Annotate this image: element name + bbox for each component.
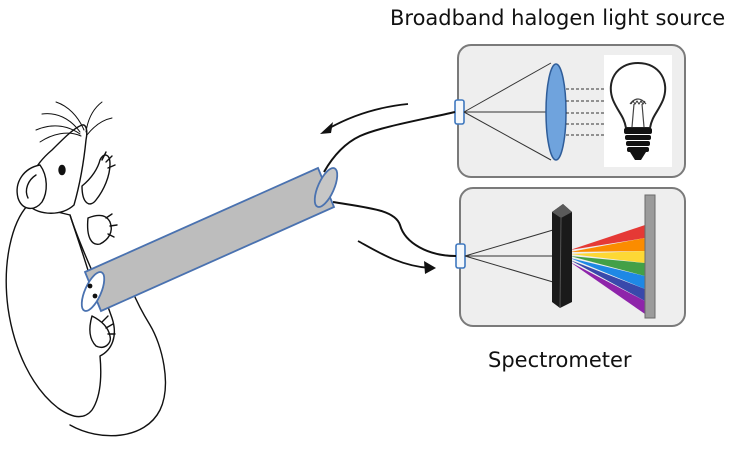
light-source-box [454, 44, 686, 178]
probe-fiber-2 [92, 293, 98, 299]
light-source-connector [454, 99, 465, 125]
spectrometer-connector [455, 243, 466, 269]
arrow-light-in [320, 103, 409, 134]
light-source-label: Broadband halogen light source [390, 6, 726, 30]
spectrometer-box [455, 187, 686, 327]
probe-body [83, 166, 336, 313]
rat-tail [69, 289, 167, 437]
detector-screen [644, 194, 656, 319]
prism-icon [552, 204, 572, 309]
probe-back-cap [313, 167, 339, 208]
source-cone-bottom [463, 111, 552, 161]
spectrum-fan [570, 225, 645, 314]
optical-probe [80, 166, 339, 313]
spectro-cone-bottom [464, 255, 554, 283]
source-cone-top [463, 62, 552, 113]
lens-icon [545, 63, 567, 161]
collimated-rays [566, 88, 605, 136]
rat-ear [16, 164, 47, 209]
rat-forelimb [81, 154, 111, 205]
spectro-cone-top [464, 229, 554, 257]
rat-hind-foot [89, 315, 111, 348]
fiber-to-spectrometer [332, 201, 457, 257]
rat-drawing [5, 101, 167, 437]
spectrometer-label: Spectrometer [488, 348, 632, 372]
arrow-light-out [357, 240, 436, 274]
light-bulb-icon [604, 55, 672, 167]
probe-fiber-1 [87, 283, 93, 289]
fiber-to-source [323, 111, 456, 173]
probe-tip [80, 271, 106, 312]
rat-eye [58, 164, 66, 176]
rat-forelimb-2 [86, 214, 112, 245]
rat-whiskers [35, 101, 113, 143]
